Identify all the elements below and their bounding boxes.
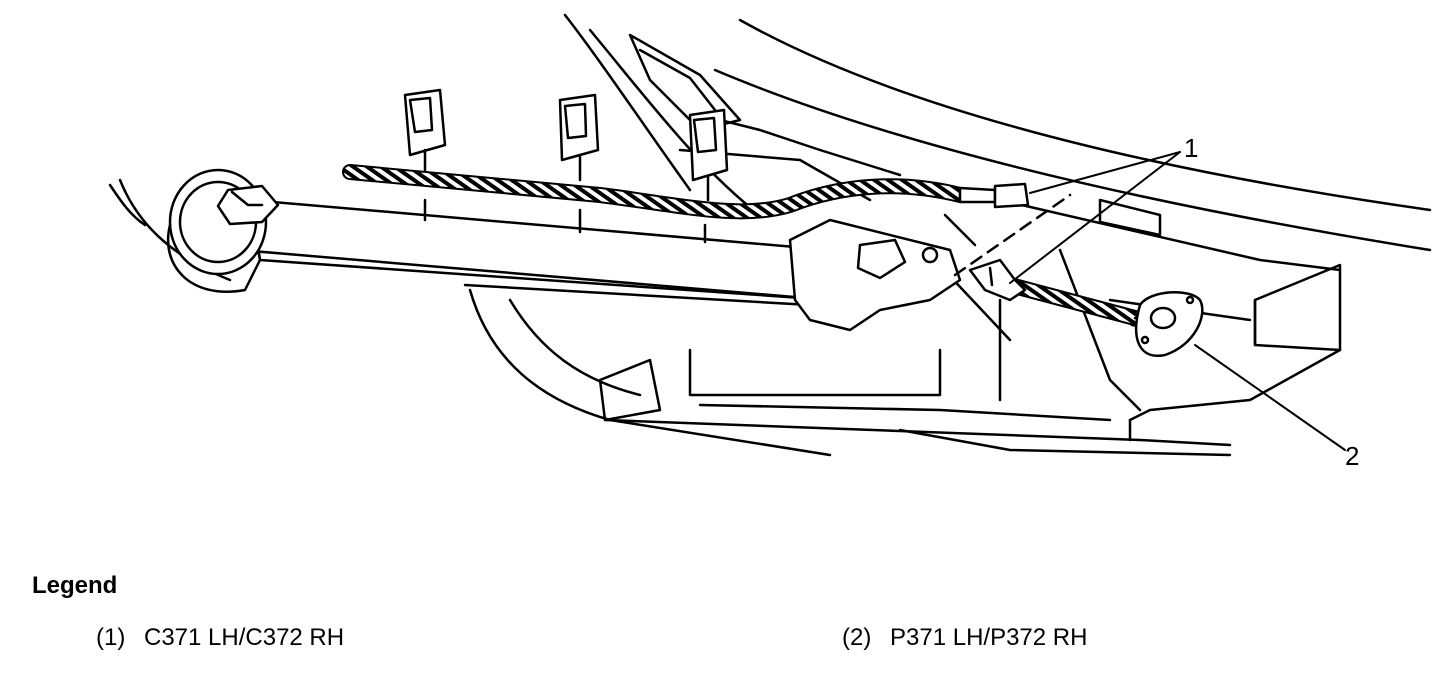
floor-rail [108, 178, 1342, 457]
body-panel [563, 13, 1432, 412]
legend-title: Legend [32, 572, 118, 599]
legend-item-1: (1) C371 LH/C372 RH [96, 624, 344, 652]
grommet-p371-p372 [1135, 290, 1204, 358]
legend-item-text: C371 LH/C372 RH [144, 624, 345, 651]
wiring-harness [342, 164, 1152, 330]
callout-1-leaders [1009, 151, 1181, 284]
callout-2-label: 2 [1345, 441, 1359, 471]
callout-1-label: 1 [1184, 133, 1198, 163]
legend-item-text: P371 LH/P372 RH [890, 624, 1088, 651]
harness-clip [558, 93, 600, 182]
connector-c371-c372 [958, 182, 1030, 209]
connector-mating-half [968, 258, 1027, 302]
legend-item-number: (1) [96, 624, 126, 651]
bushing-bolt [167, 168, 280, 293]
harness-clip [688, 108, 729, 202]
callout-2-leader [1194, 344, 1346, 451]
legend-item-number: (2) [842, 624, 872, 651]
harness-routing-illustration: 1 2 [108, 13, 1432, 471]
legend-item-2: (2) P371 LH/P372 RH [842, 624, 1087, 652]
harness-clip [403, 88, 447, 177]
mount-bracket [788, 213, 977, 332]
